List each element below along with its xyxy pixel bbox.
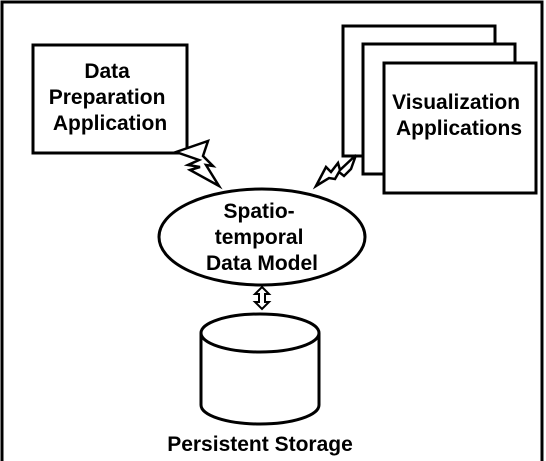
data-preparation-node: Data Preparation Application [31, 43, 189, 155]
data-model-ellipse [157, 187, 367, 287]
storage-cylinder-body [199, 333, 321, 426]
data-model-line-3: Data Model [206, 252, 318, 275]
data-model-node: Spatio- temporal Data Model [157, 187, 367, 287]
lightning-arrow-left [172, 138, 223, 190]
data-model-label: Spatio- temporal Data Model [206, 200, 318, 275]
visualization-node: Visualization Applications [341, 24, 538, 195]
visualization-line-1: Visualization [392, 91, 520, 114]
data-preparation-label: Data Preparation Application [49, 60, 172, 135]
data-preparation-line-1: Data [84, 60, 130, 83]
double-arrow-connector [252, 285, 272, 311]
data-preparation-box [31, 43, 189, 155]
visualization-box-front [382, 61, 538, 195]
lightning-arrow-right [312, 154, 358, 190]
visualization-line-2: Applications [396, 117, 522, 140]
storage-label: Persistent Storage [167, 433, 353, 456]
storage-node: Persistent Storage [167, 312, 353, 456]
data-preparation-line-2: Preparation [49, 86, 166, 109]
data-model-line-2: temporal [215, 226, 304, 249]
storage-cylinder-top [199, 312, 321, 354]
visualization-label: Visualization Applications [392, 91, 526, 140]
data-preparation-line-3: Application [53, 112, 167, 135]
data-model-line-1: Spatio- [223, 200, 294, 223]
